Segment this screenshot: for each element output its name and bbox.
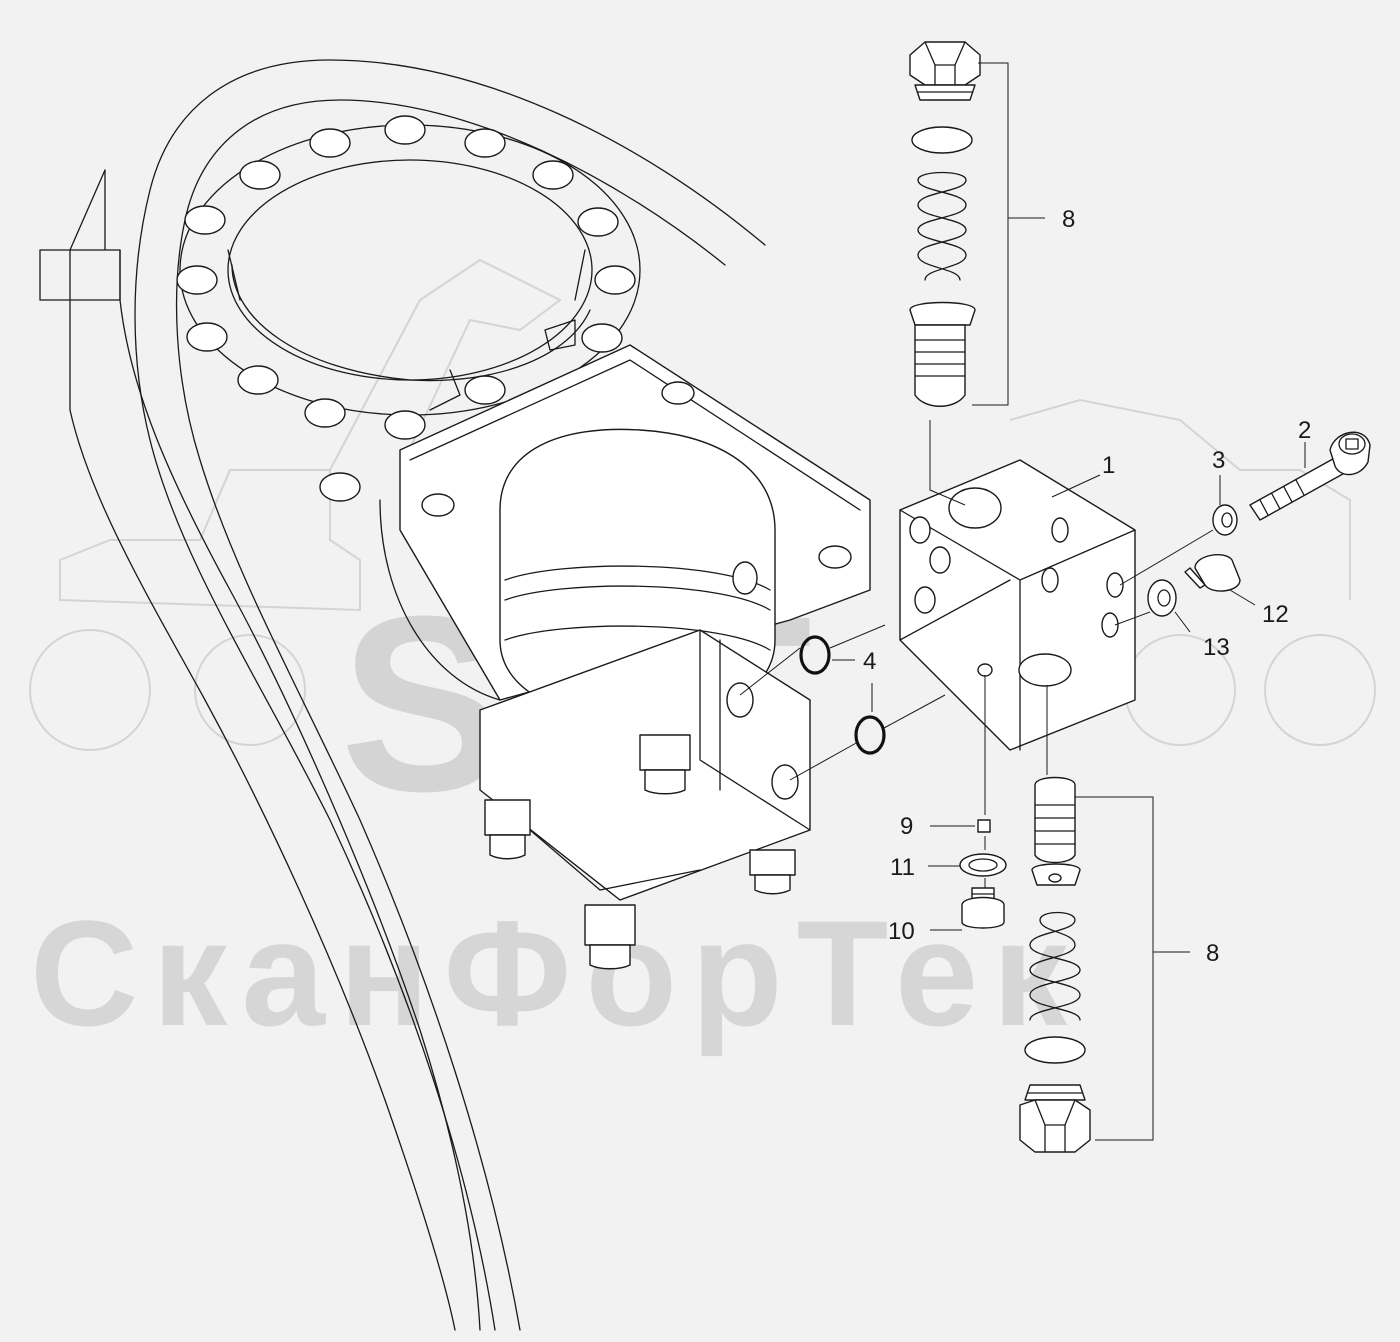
callout-12: 12 <box>1262 601 1289 628</box>
watermark-excavator-left <box>29 258 562 751</box>
o-rings <box>799 635 886 755</box>
callout-4: 4 <box>863 648 876 675</box>
relief-valve-top <box>909 41 981 407</box>
motor-bolts <box>484 734 796 970</box>
relief-valve-bottom <box>1019 776 1091 1153</box>
callout-3: 3 <box>1212 447 1225 474</box>
callout-9: 9 <box>900 813 913 840</box>
callout-11: 11 <box>890 854 915 881</box>
leader-lines <box>739 62 1306 1141</box>
small-parts <box>959 431 1371 929</box>
slewing-frame <box>39 59 766 1331</box>
watermark-brand: СканФорТек <box>30 889 1081 1057</box>
callout-13: 13 <box>1203 634 1230 661</box>
callout-10: 10 <box>888 918 915 945</box>
callout-8-top: 8 <box>1062 206 1075 233</box>
callout-labels: 1 2 3 4 8 8 9 10 11 12 13 <box>863 206 1311 967</box>
ring-bolt-holes <box>176 115 636 502</box>
swing-motor <box>379 344 871 970</box>
callout-8-bottom: 8 <box>1206 940 1219 967</box>
callout-1: 1 <box>1102 452 1115 479</box>
callout-2: 2 <box>1298 417 1311 444</box>
valve-block <box>899 459 1136 751</box>
